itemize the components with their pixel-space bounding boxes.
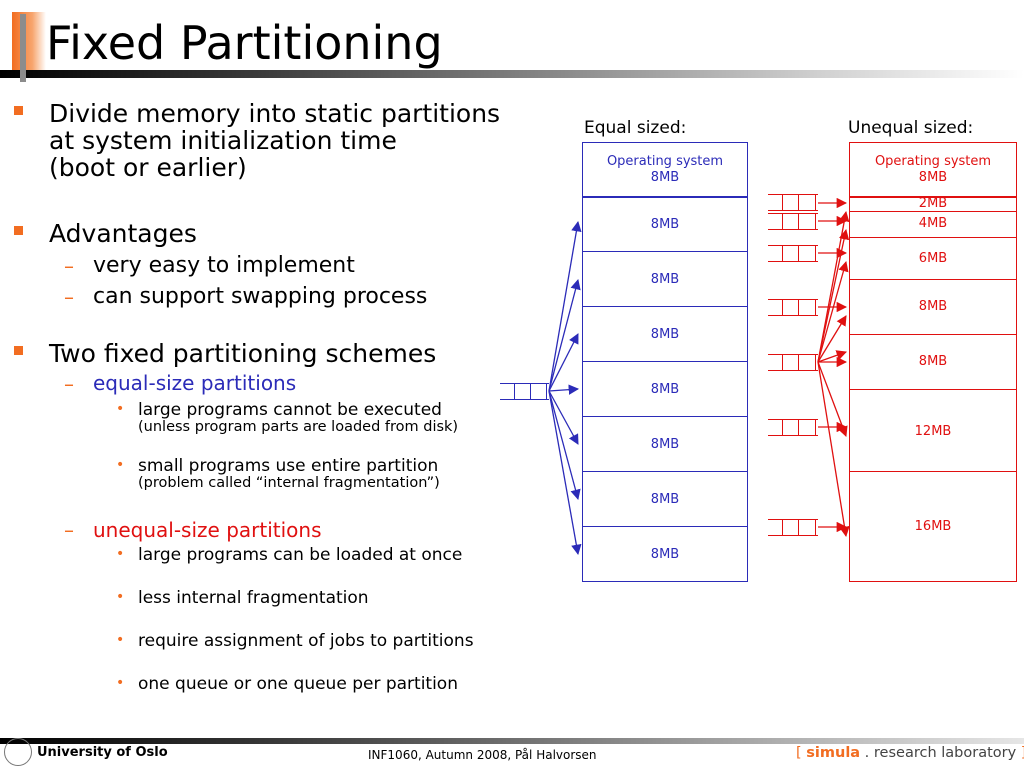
logo-bracket-open: [ — [796, 745, 802, 761]
bullet-1-line-3: (boot or earlier) — [49, 153, 247, 182]
shared-arrow-16mb — [817, 361, 850, 538]
unequal-partition-8mb-b: 8MB — [849, 334, 1017, 390]
equal-partition-5: 8MB — [582, 416, 748, 472]
dot-icon: • — [116, 675, 125, 691]
unequal-partition-2mb: 2MB — [849, 196, 1017, 212]
equal-partition-2: 8MB — [582, 251, 748, 307]
bullet-3: Two fixed partitioning schemes — [49, 339, 437, 368]
equal-partition-4: 8MB — [582, 361, 748, 417]
unequal-partition-8mb-a: 8MB — [849, 279, 1017, 335]
equal-point-1: large programs cannot be executed — [138, 400, 442, 420]
dot-icon: • — [116, 401, 125, 417]
shared-arrow-8mb-b — [817, 350, 847, 363]
unequal-point-1: large programs can be loaded at once — [138, 545, 463, 565]
course-info: INF1060, Autumn 2008, Pål Halvorsen — [368, 748, 597, 762]
bullet-2-sub-1: very easy to implement — [93, 253, 355, 278]
equal-os-size: 8MB — [650, 170, 680, 185]
equal-point-2-note: (problem called “internal fragmentation”… — [138, 475, 440, 491]
unequal-point-2: less internal fragmentation — [138, 588, 369, 608]
dot-icon: • — [116, 589, 125, 605]
unequal-queue-3 — [768, 245, 818, 262]
shared-arrow-4mb — [817, 228, 850, 363]
equal-os-partition: Operating system 8MB — [582, 142, 748, 198]
equal-arrow-2 — [548, 278, 581, 392]
university-name: University of Oslo — [37, 745, 168, 760]
header-accent — [12, 12, 46, 78]
unequal-point-3: require assignment of jobs to partitions — [138, 631, 474, 651]
header-rule — [0, 70, 1024, 78]
unequal-sized-label: Unequal sized: — [848, 118, 974, 138]
shared-arrow-8mb-a — [817, 315, 847, 363]
unequal-partition-4mb: 4MB — [849, 211, 1017, 238]
equal-sized-label: Equal sized: — [584, 118, 687, 138]
dash-icon: – — [64, 518, 74, 542]
unequal-queue-6 — [768, 419, 818, 436]
equal-partition-6: 8MB — [582, 471, 748, 527]
equal-arrow-1 — [548, 220, 582, 392]
equal-arrow-4 — [548, 384, 580, 395]
bullet-2: Advantages — [49, 219, 197, 248]
equal-point-2: small programs use entire partition — [138, 456, 439, 476]
dash-icon: – — [64, 254, 74, 278]
dash-icon: – — [64, 285, 74, 309]
shared-arrow-2mb — [817, 210, 850, 363]
unequal-os-size: 8MB — [918, 170, 948, 185]
header-bar — [20, 14, 26, 82]
equal-arrow-6 — [548, 390, 581, 501]
footer-rule — [0, 738, 1024, 744]
unequal-direct-arrows — [818, 197, 848, 533]
shared-arrow-6mb — [817, 260, 849, 363]
unequal-queue-7 — [768, 519, 818, 536]
unequal-partition-12mb: 12MB — [849, 389, 1017, 472]
unequal-partition-16mb: 16MB — [849, 471, 1017, 582]
logo-bracket-close: ] — [1021, 745, 1024, 761]
bullet-square-icon — [14, 106, 23, 115]
equal-partition-1: 8MB — [582, 196, 748, 252]
equal-partition-3: 8MB — [582, 306, 748, 362]
bullet-square-icon — [14, 226, 23, 235]
equal-os-label: Operating system — [606, 154, 724, 169]
equal-size-heading: equal-size partitions — [93, 371, 297, 395]
bullet-1-line-1: Divide memory into static partitions — [49, 99, 501, 128]
equal-point-1-note: (unless program parts are loaded from di… — [138, 419, 459, 435]
equal-arrow-7 — [548, 390, 582, 556]
slide-title: Fixed Partitioning — [46, 16, 443, 70]
unequal-os-partition: Operating system 8MB — [849, 142, 1017, 198]
unequal-queue-4 — [768, 299, 818, 316]
bullet-1: Divide memory into static partitions at … — [49, 100, 500, 181]
unequal-shared-arrows — [817, 210, 850, 538]
logo-simula: simula — [806, 745, 861, 761]
unequal-queue-1 — [768, 194, 818, 211]
simula-logo: [ simula . research laboratory ] — [796, 745, 1024, 761]
unequal-os-label: Operating system — [874, 154, 992, 169]
bullet-2-sub-2: can support swapping process — [93, 284, 428, 309]
equal-arrow-3 — [548, 333, 579, 392]
dot-icon: • — [116, 457, 125, 473]
logo-research-lab: . research laboratory — [860, 745, 1021, 761]
university-seal-icon — [4, 738, 32, 766]
dot-icon: • — [116, 546, 125, 562]
dash-icon: – — [64, 372, 74, 396]
equal-arrow-5 — [548, 390, 579, 445]
unequal-partition-6mb: 6MB — [849, 237, 1017, 280]
bullet-square-icon — [14, 346, 23, 355]
bullet-1-line-2: at system initialization time — [49, 126, 397, 155]
dot-icon: • — [116, 632, 125, 648]
equal-queue — [500, 383, 549, 400]
unequal-queue-5 — [768, 354, 818, 371]
equal-arrows — [548, 220, 582, 556]
unequal-queue-2 — [768, 213, 818, 230]
unequal-point-4: one queue or one queue per partition — [138, 674, 458, 694]
equal-partition-7: 8MB — [582, 526, 748, 582]
shared-arrow-12mb — [817, 361, 848, 437]
unequal-size-heading: unequal-size partitions — [93, 518, 322, 542]
